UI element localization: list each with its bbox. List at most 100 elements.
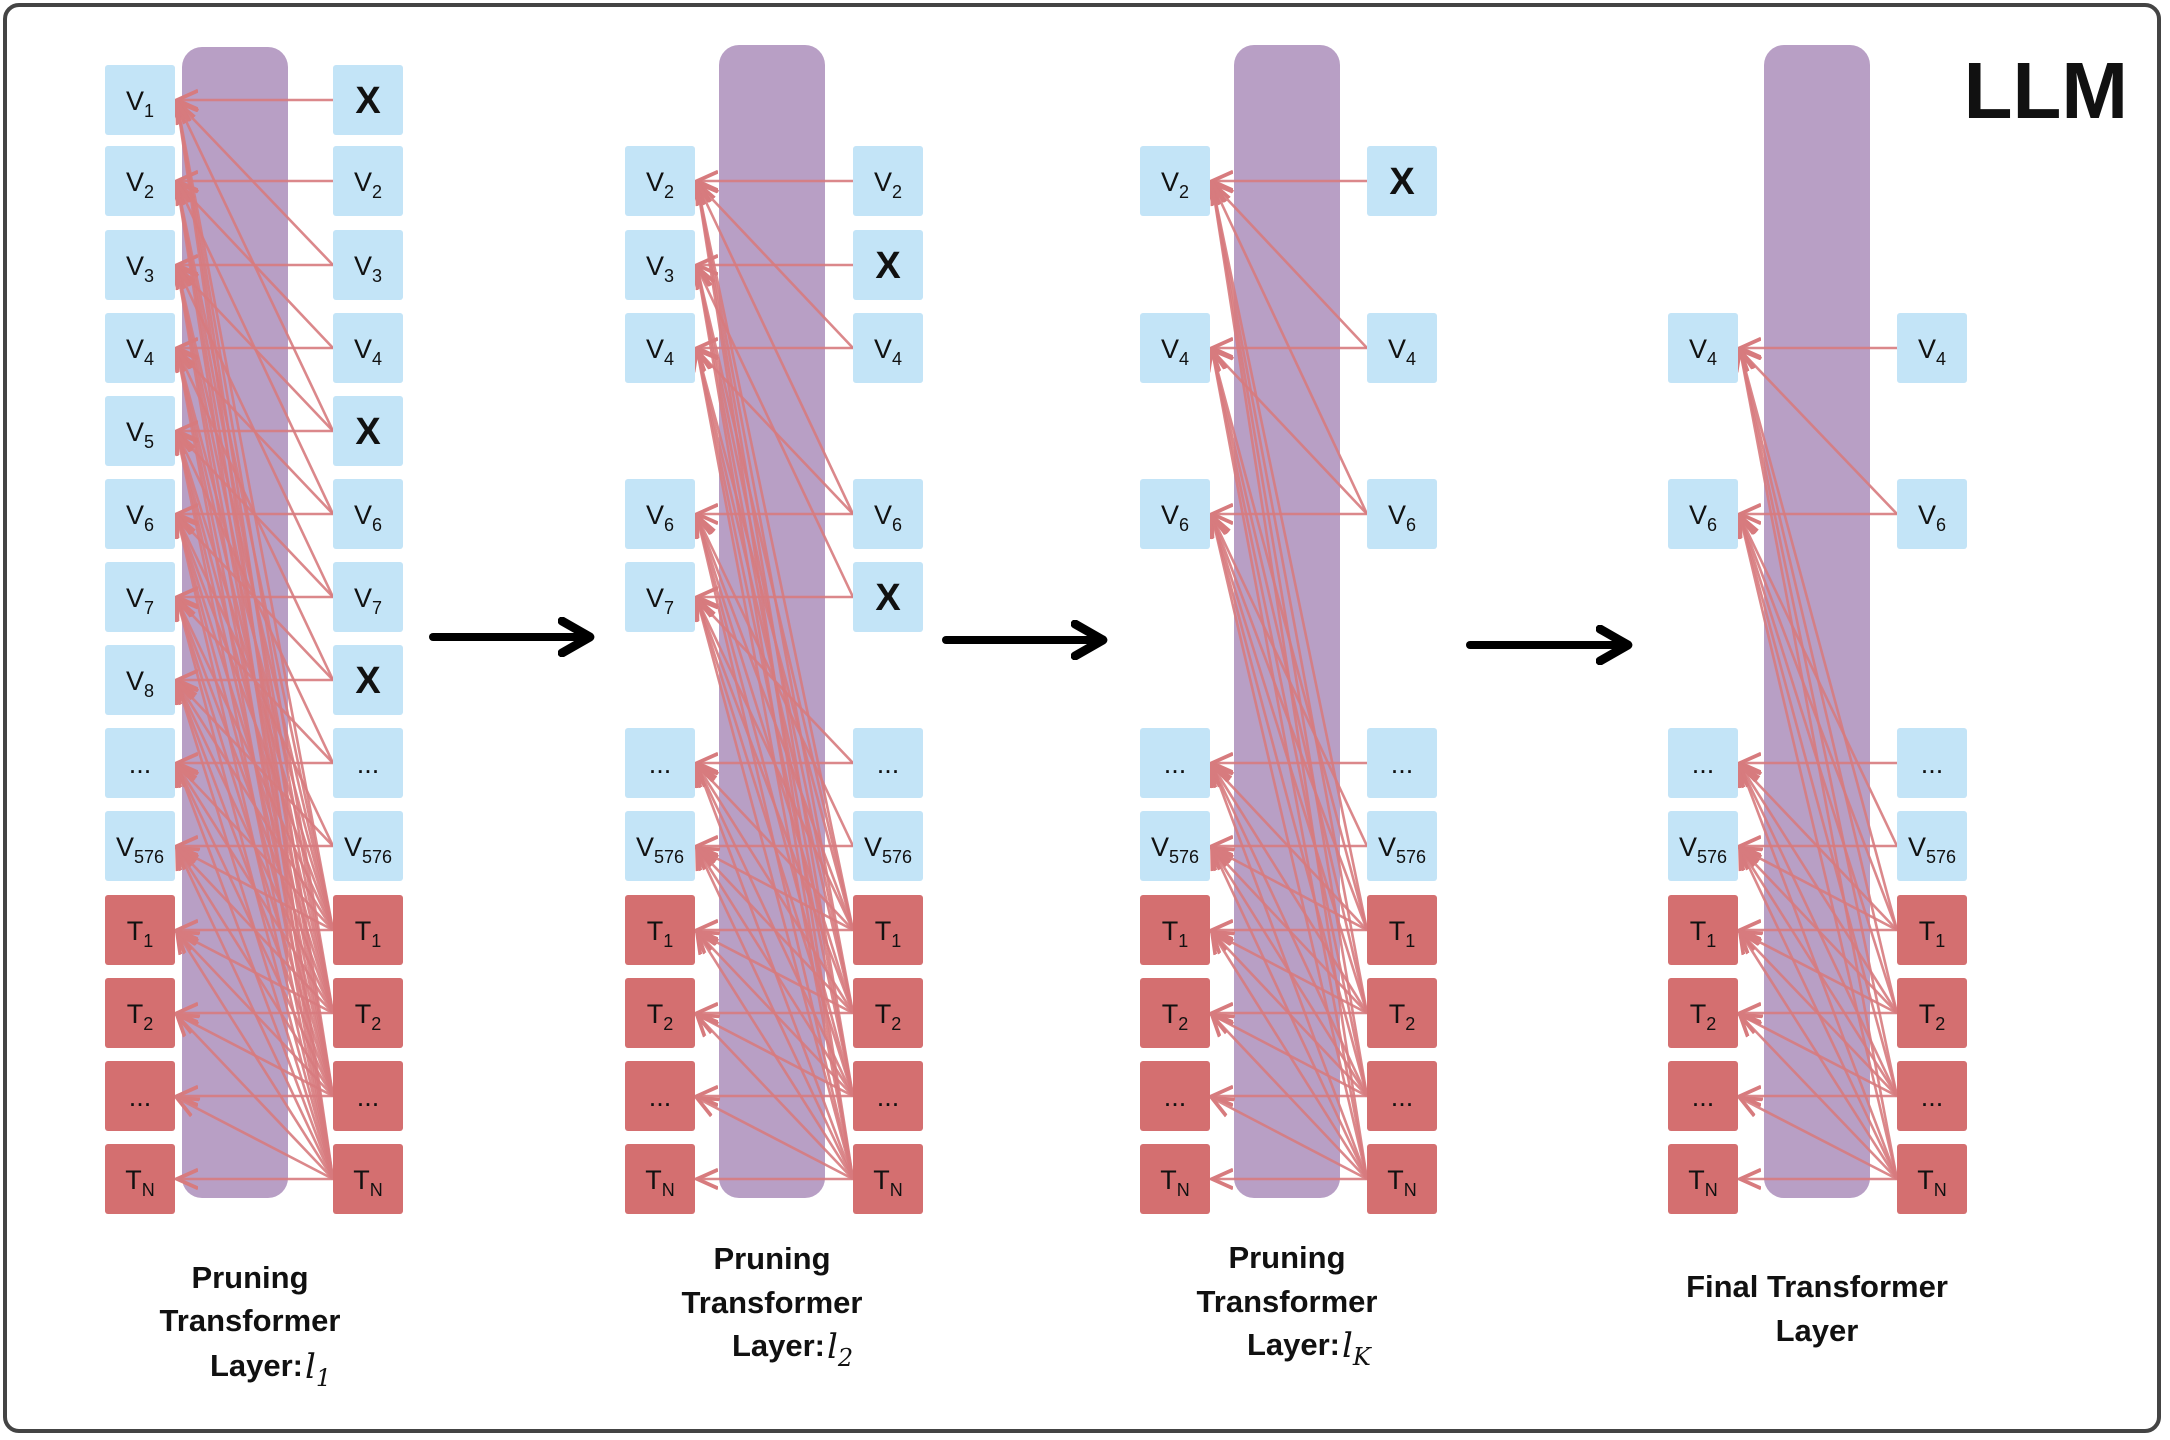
token-subscript: 2 [371, 1014, 381, 1034]
pruned-marker: X [355, 660, 381, 702]
input-token: V6 [1140, 479, 1210, 549]
connection-line [1212, 932, 1369, 1180]
token-subscript: N [142, 1180, 155, 1200]
output-token: ... [1897, 1061, 1967, 1131]
caption-line: Transformer [1197, 1284, 1378, 1319]
token-base: V [1161, 167, 1179, 197]
token-box [625, 230, 695, 300]
token-box [1140, 1144, 1210, 1214]
connection-line [1212, 183, 1369, 1180]
token-base: T [1917, 1165, 1934, 1195]
token-subscript: 3 [144, 266, 154, 286]
connection-line [697, 267, 855, 1180]
token-subscript: N [1705, 1180, 1718, 1200]
token-box [1367, 1061, 1437, 1131]
output-token: V4 [1897, 313, 1967, 383]
token-base: V [116, 832, 134, 862]
token-subscript: 576 [1697, 847, 1727, 867]
token-subscript: 6 [664, 515, 674, 535]
token-label: ... [877, 1082, 900, 1112]
input-token: ... [1668, 728, 1738, 798]
token-subscript: 2 [891, 1014, 901, 1034]
token-label: V4 [126, 334, 154, 369]
token-label: ... [877, 749, 900, 779]
token-label: T2 [1919, 999, 1946, 1034]
llm-frame [3, 3, 2161, 1433]
input-token: V6 [625, 479, 695, 549]
token-subscript: 8 [144, 681, 154, 701]
token-base: ... [1164, 749, 1187, 779]
token-label: T1 [875, 916, 902, 951]
token-subscript: 6 [372, 515, 382, 535]
token-base: X [355, 80, 381, 122]
output-token: T1 [1897, 895, 1967, 965]
output-token: V6 [1367, 479, 1437, 549]
output-token: T2 [853, 978, 923, 1048]
token-base: X [1389, 161, 1415, 203]
token-label: TN [645, 1165, 675, 1200]
token-subscript: 1 [144, 101, 154, 121]
input-token: TN [625, 1144, 695, 1214]
token-label: T2 [127, 999, 154, 1034]
transformer-layer-bar [1764, 45, 1870, 1198]
output-token: X [333, 645, 403, 715]
input-token: V1 [105, 65, 175, 135]
caption-line: Layer: [210, 1348, 303, 1383]
token-box [1140, 895, 1210, 965]
token-base: T [1688, 1165, 1705, 1195]
token-base: ... [649, 749, 672, 779]
output-token: V576 [1897, 811, 1967, 881]
token-subscript: 576 [882, 847, 912, 867]
token-base: V [126, 666, 144, 696]
input-token: V7 [625, 562, 695, 632]
input-token: V2 [625, 146, 695, 216]
token-box [333, 562, 403, 632]
token-box [105, 396, 175, 466]
output-token: ... [333, 1061, 403, 1131]
output-token: V4 [853, 313, 923, 383]
token-box [1140, 811, 1210, 881]
token-base: V [1679, 832, 1697, 862]
connection-line [177, 516, 335, 1180]
token-label: ... [1692, 749, 1715, 779]
token-label: T1 [1690, 916, 1717, 951]
token-label: V576 [344, 832, 392, 867]
token-subscript: 7 [144, 598, 154, 618]
token-subscript: 2 [892, 182, 902, 202]
token-label: ... [357, 749, 380, 779]
token-base: V [646, 334, 664, 364]
token-subscript: 4 [664, 349, 674, 369]
token-box [625, 313, 695, 383]
token-base: V [126, 86, 144, 116]
token-box [853, 479, 923, 549]
connection-line [177, 102, 335, 1014]
token-label: V4 [646, 334, 674, 369]
token-base: V [874, 167, 892, 197]
token-box [1367, 479, 1437, 549]
token-base: V [1918, 334, 1936, 364]
token-subscript: 6 [1406, 515, 1416, 535]
token-box [1897, 1061, 1967, 1131]
token-base: T [125, 1165, 142, 1195]
input-token: V2 [105, 146, 175, 216]
token-base: ... [877, 749, 900, 779]
token-label: V576 [636, 832, 684, 867]
token-label: ... [1692, 1082, 1715, 1112]
token-label: V6 [874, 500, 902, 535]
token-box [625, 1144, 695, 1214]
token-base: ... [357, 1082, 380, 1112]
token-subscript: 7 [664, 598, 674, 618]
stage-final: V4V6...V576T1T2...TNV4V6...V576T1T2...TN… [1668, 45, 1967, 1348]
token-base: V [126, 251, 144, 281]
token-label: V2 [874, 167, 902, 202]
connection-line [1212, 183, 1369, 1014]
token-subscript: 2 [1706, 1014, 1716, 1034]
attention-connections [1212, 181, 1369, 1180]
token-box [1367, 313, 1437, 383]
token-label: ... [649, 1082, 672, 1112]
token-box [105, 1144, 175, 1214]
connection-line [177, 102, 335, 1180]
token-box [625, 1061, 695, 1131]
